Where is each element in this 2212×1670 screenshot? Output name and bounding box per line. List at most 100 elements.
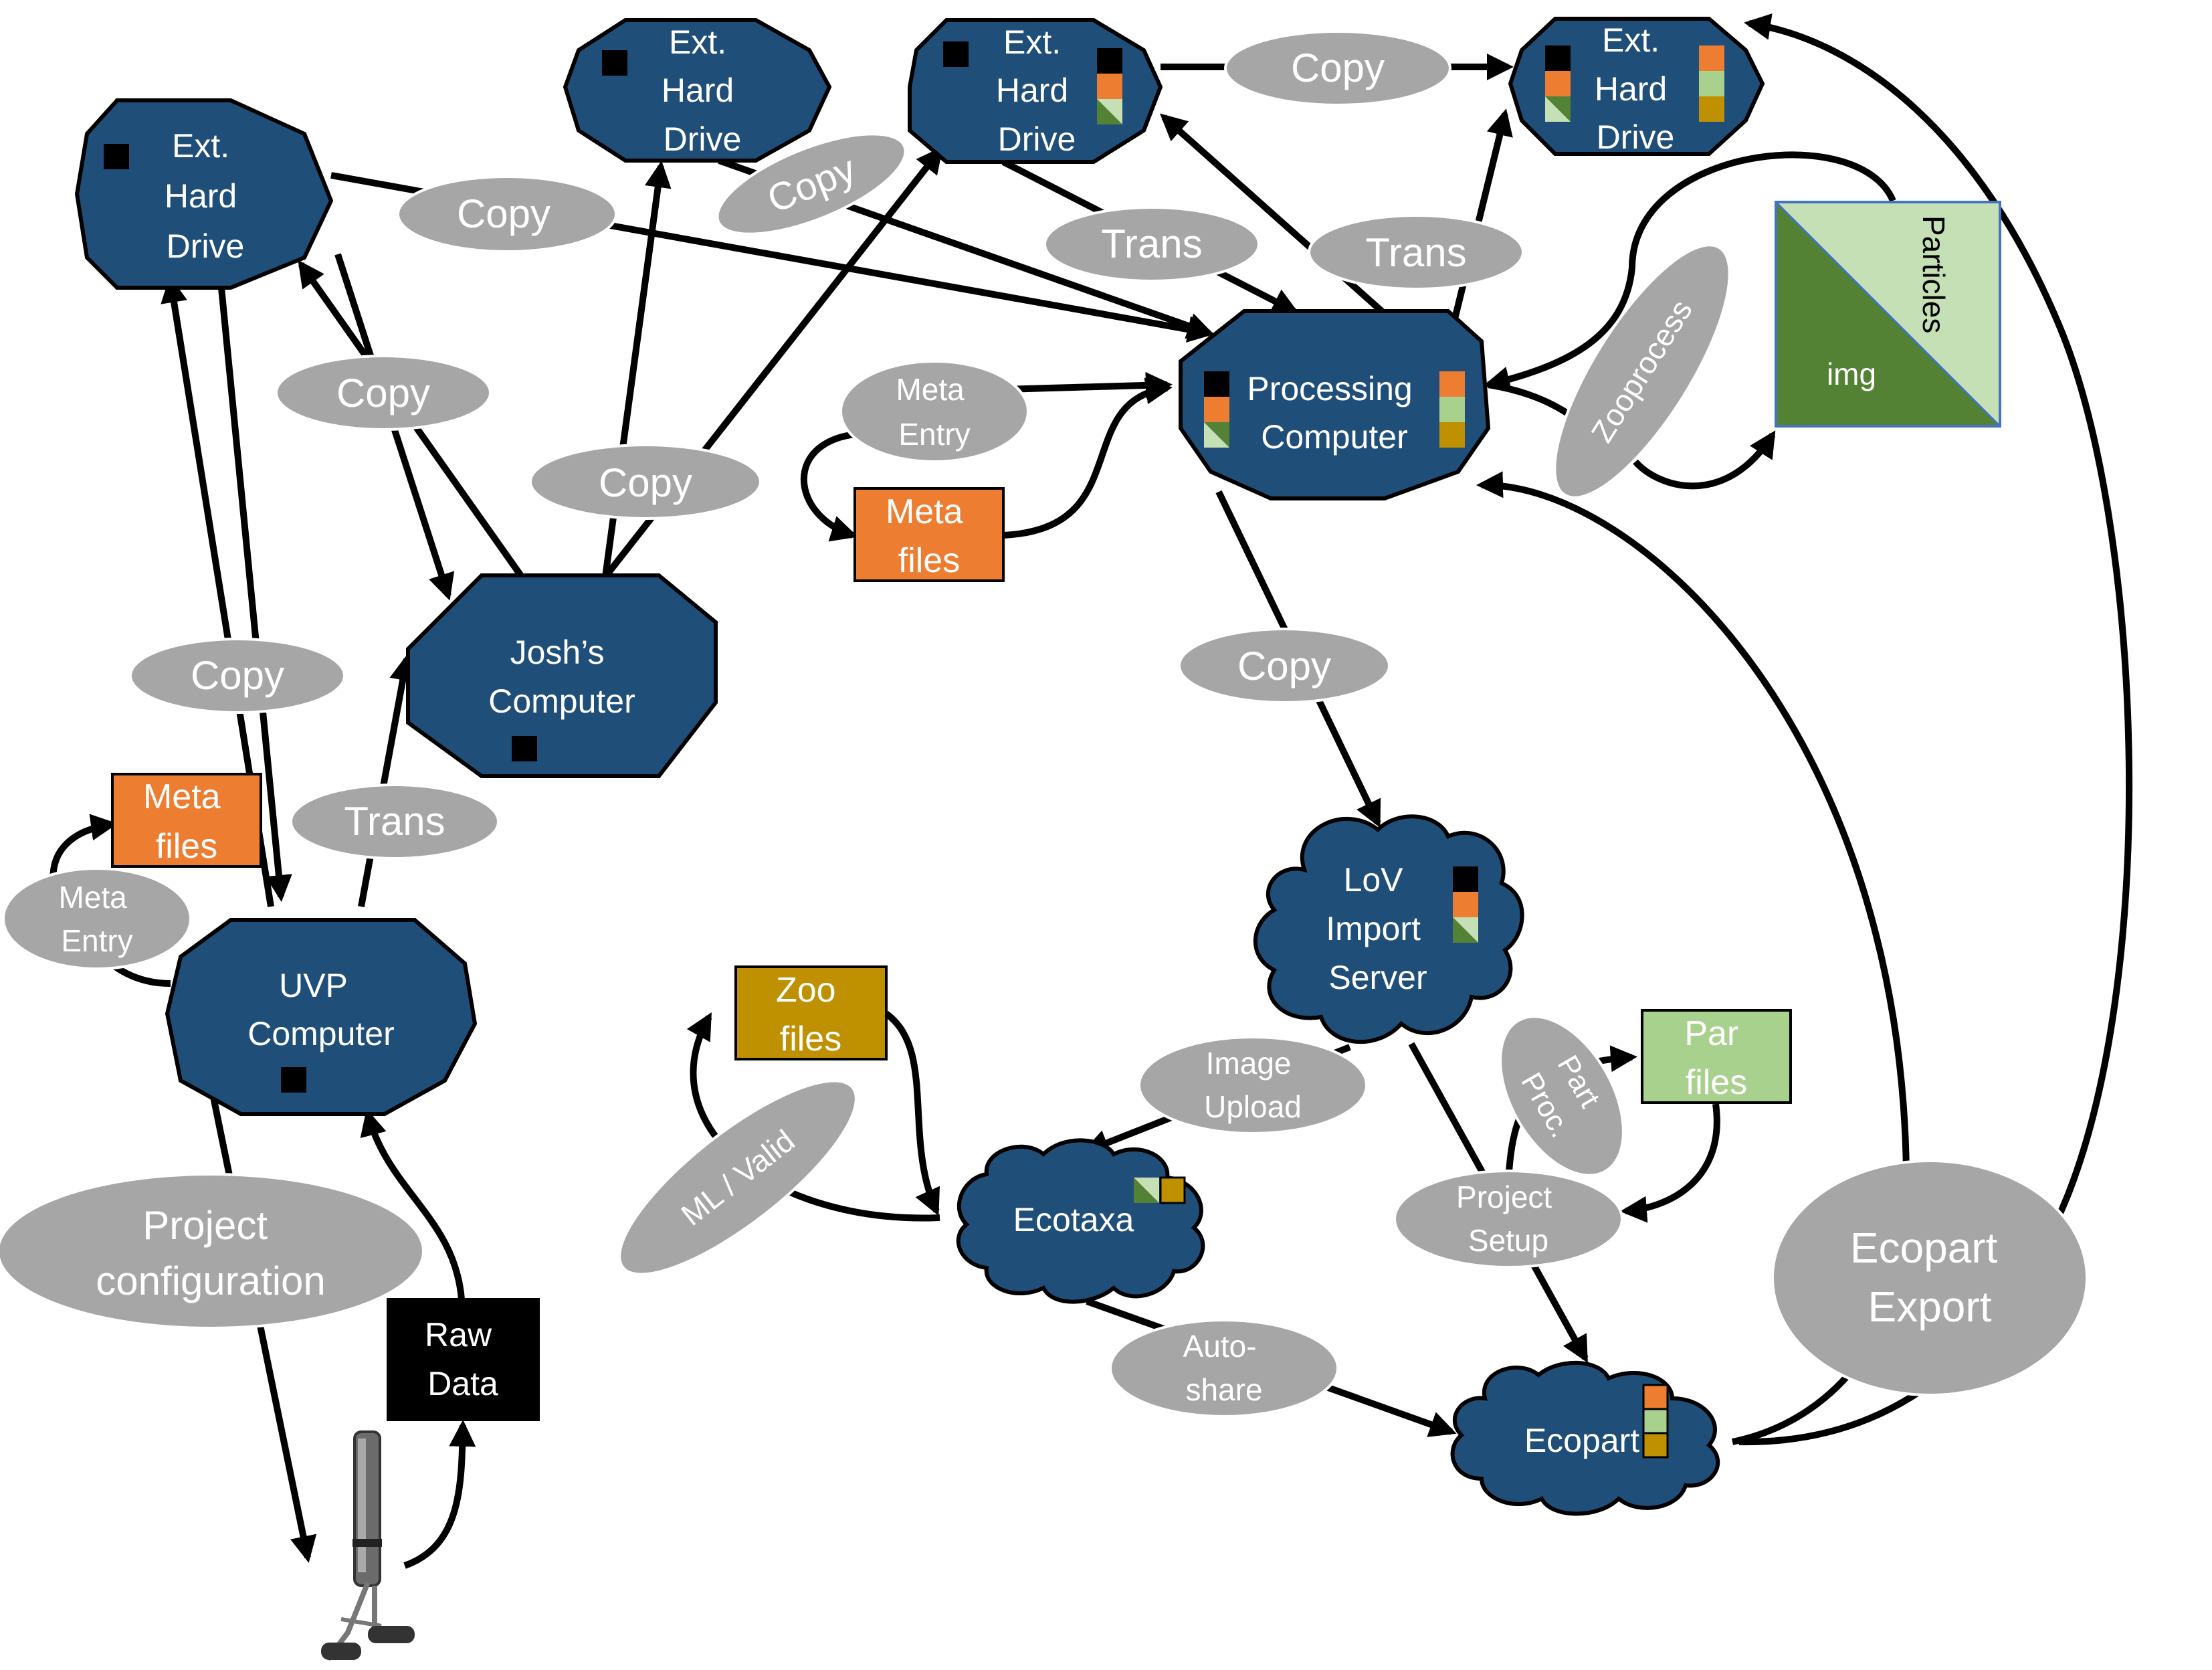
ecotaxa[interactable]: Ecotaxa xyxy=(956,1138,1205,1304)
particles-img-square[interactable]: Particles img xyxy=(1775,201,2001,428)
copy-label-4[interactable]: Copy xyxy=(275,355,492,431)
edge-label-text: Image xyxy=(1206,1046,1292,1081)
ecopart-export-label[interactable]: Ecopart Export xyxy=(1771,1159,2088,1396)
ext-hard-drive-1[interactable]: Ext. Hard Drive xyxy=(74,98,334,290)
ecopart[interactable]: Ecopart xyxy=(1450,1360,1720,1516)
edge-meta-entry-to-processing xyxy=(1003,371,1173,399)
node-label: Computer xyxy=(247,1015,395,1052)
project-configuration-label[interactable]: Project configuration xyxy=(0,1173,425,1329)
edge-label-text: Project xyxy=(1456,1180,1552,1214)
ext-hard-drive-2[interactable]: Ext. Hard Drive xyxy=(563,18,832,163)
node-label: Drive xyxy=(664,120,742,158)
orange-marker xyxy=(1204,397,1229,422)
edge-label-text: Copy xyxy=(457,191,550,236)
black-marker xyxy=(602,50,627,76)
edge-label-text: Trans xyxy=(1101,221,1202,266)
trans-label-2[interactable]: Trans xyxy=(1308,214,1524,290)
light-green-marker xyxy=(1439,397,1465,422)
node-label: Ext. xyxy=(172,127,229,165)
project-setup-label[interactable]: Project Setup xyxy=(1393,1170,1623,1269)
copy-label-3[interactable]: Copy xyxy=(1224,30,1451,106)
edge-label-text: Meta xyxy=(58,880,127,915)
lov-import-server[interactable]: LoV Import Server xyxy=(1253,814,1524,1044)
box-label: Meta xyxy=(886,492,963,531)
raw-data-box[interactable]: Raw Data xyxy=(387,1298,540,1421)
node-label: LoV xyxy=(1344,861,1404,899)
node-label: Hard xyxy=(662,72,734,109)
ml-valid-label[interactable]: ML / Valid xyxy=(595,1052,880,1303)
processing-computer[interactable]: Processing Computer xyxy=(1179,309,1491,500)
svg-text:Raw Data: Raw Data xyxy=(425,1316,501,1402)
box-label: Zoo xyxy=(776,971,836,1010)
gold-marker xyxy=(1642,1432,1669,1459)
svg-text:Project configuration: Project configuration xyxy=(96,1203,326,1303)
edge-label-text: Copy xyxy=(1237,644,1331,688)
node-label: Hard xyxy=(996,72,1068,109)
node-label: Server xyxy=(1328,959,1427,996)
par-files-box[interactable]: Par files xyxy=(1641,1009,1792,1104)
edge-meta-entry-left-to-metafiles xyxy=(49,814,118,884)
edge-parfiles-to-projectsetup xyxy=(1620,1103,1720,1223)
svg-text:Meta Entry: Meta Entry xyxy=(58,880,135,958)
uvp-computer[interactable]: UVP Computer xyxy=(165,918,478,1116)
part-proc-label[interactable]: Part Proc. xyxy=(1475,996,1649,1196)
svg-text:Ext. Hard Driv: Ext. Hard Drive xyxy=(996,23,1078,158)
box-label: Par xyxy=(1684,1014,1738,1053)
meta-entry-top-label[interactable]: Meta Entry xyxy=(839,360,1029,463)
edge-label-text: Meta xyxy=(896,372,965,407)
orange-marker xyxy=(1545,71,1571,96)
particles-label: Particles xyxy=(1916,215,1951,333)
node-label: Ext. xyxy=(1003,23,1061,61)
gold-marker xyxy=(1159,1176,1186,1204)
svg-text:Auto- share: Auto- share xyxy=(1183,1329,1266,1407)
edge-label-text: Copy xyxy=(191,653,284,698)
nodes: Ext. Hard Drive Ext. Hard Drive Ext. xyxy=(74,17,1765,1516)
svg-text:Ecopart: Ecopart xyxy=(1524,1422,1639,1459)
black-marker xyxy=(104,144,129,169)
edge-label-text: Export xyxy=(1868,1283,1992,1331)
box-label: files xyxy=(156,827,217,866)
edge-label-text: Copy xyxy=(336,371,430,415)
svg-text:Ext. Hard Driv: Ext. Hard Drive xyxy=(1595,21,1676,156)
img-label: img xyxy=(1827,357,1876,391)
copy-label-6[interactable]: Copy xyxy=(129,638,346,714)
svg-text:Ext. Hard Driv: Ext. Hard Drive xyxy=(165,127,246,265)
auto-share-label[interactable]: Auto- share xyxy=(1109,1319,1339,1418)
box-label: Raw xyxy=(425,1316,492,1354)
trans-label-3[interactable]: Trans xyxy=(290,783,500,860)
meta-entry-left-label[interactable]: Meta Entry xyxy=(2,867,192,970)
trans-label-1[interactable]: Trans xyxy=(1043,206,1260,282)
ext-hard-drive-4[interactable]: Ext. Hard Drive xyxy=(1508,17,1765,156)
svg-text:Meta files: Meta files xyxy=(143,777,230,866)
meta-files-left-box[interactable]: Meta files xyxy=(111,773,262,868)
node-label: Ecopart xyxy=(1524,1422,1639,1459)
joshs-computer[interactable]: Josh’s Computer xyxy=(406,573,718,778)
ext-hard-drive-3[interactable]: Ext. Hard Drive xyxy=(908,18,1163,164)
green-split-marker xyxy=(1545,96,1571,122)
edge-label-text: Entry xyxy=(898,417,970,452)
copy-label-5[interactable]: Copy xyxy=(529,444,762,520)
black-marker xyxy=(512,736,537,761)
svg-text:Image Upload: Image Upload xyxy=(1204,1046,1302,1124)
node-label: Ext. xyxy=(1602,21,1660,59)
black-marker xyxy=(943,41,969,67)
node-label: Ext. xyxy=(669,23,726,61)
node-label: Drive xyxy=(998,120,1076,158)
svg-text:Meta files: Meta files xyxy=(886,492,973,580)
gold-marker xyxy=(1699,96,1724,122)
meta-files-top-box[interactable]: Meta files xyxy=(853,487,1005,582)
node-label: Ecotaxa xyxy=(1013,1201,1134,1238)
node-label: Computer xyxy=(488,682,635,720)
copy-label-7[interactable]: Copy xyxy=(1178,628,1391,704)
node-label: Drive xyxy=(167,227,245,265)
image-upload-label[interactable]: Image Upload xyxy=(1138,1036,1368,1135)
svg-text:Ext. Hard Driv: Ext. Hard Drive xyxy=(662,23,743,158)
copy-label-1[interactable]: Copy xyxy=(397,175,617,253)
node-label: Import xyxy=(1326,910,1421,947)
edge-label-text: Entry xyxy=(61,923,132,958)
copy-label-2[interactable]: Copy xyxy=(705,114,918,255)
zoo-files-box[interactable]: Zoo files xyxy=(734,965,888,1060)
node-label: Processing xyxy=(1247,370,1412,407)
orange-marker xyxy=(1439,371,1465,397)
